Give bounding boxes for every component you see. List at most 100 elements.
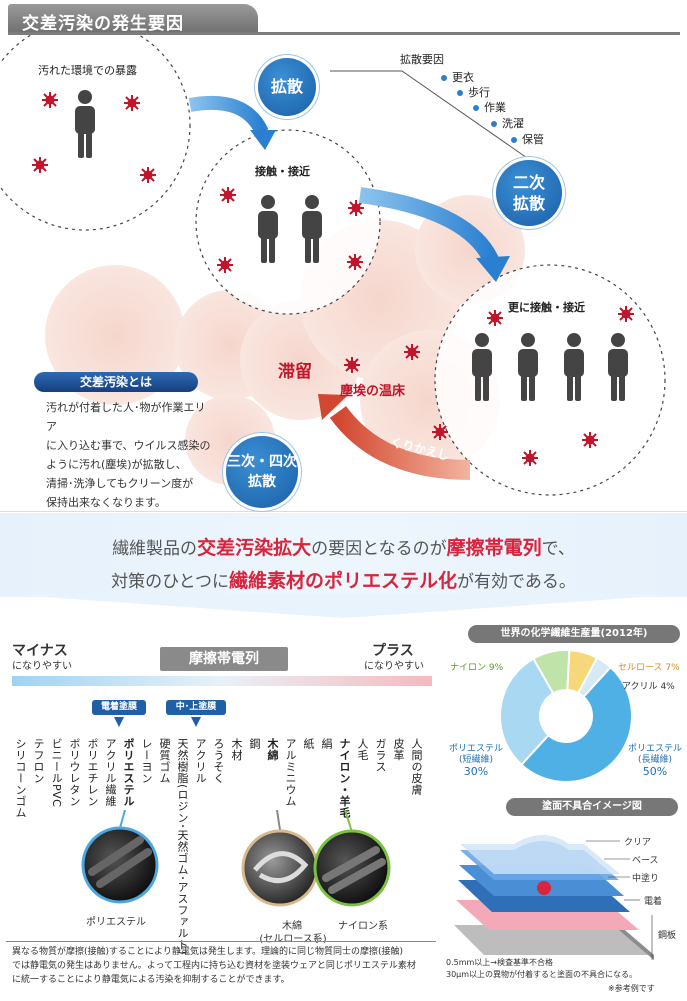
material-item: ろうそく bbox=[212, 738, 225, 784]
cellulose-label: セルロース 7% bbox=[618, 660, 680, 673]
material-item: 人間の皮膚 bbox=[410, 738, 423, 796]
material-item: 鋼 bbox=[248, 738, 261, 750]
minus-label: マイナス bbox=[12, 643, 68, 659]
material-item: 皮革 bbox=[392, 738, 405, 761]
factor-item: 洗濯 bbox=[502, 117, 524, 130]
factors-title: 拡散要因 bbox=[400, 53, 444, 66]
material-item: ナイロン・羊毛 bbox=[338, 738, 351, 819]
diffuse-badge: 拡散 bbox=[258, 58, 316, 116]
material-item: アクリル bbox=[194, 738, 207, 784]
label-line: ポリエステル bbox=[627, 744, 682, 754]
cellulose-name: セルロース bbox=[618, 663, 663, 673]
material-item: ビニールPVC bbox=[50, 738, 63, 808]
photo-caption-cotton: 木綿 bbox=[272, 917, 312, 932]
layer-label: 電着 bbox=[644, 897, 663, 907]
footer-line: に統一することにより静電気による汚染を抑制することができます。 bbox=[12, 975, 290, 985]
donut-slice bbox=[532, 649, 571, 695]
factor-item: 更衣 bbox=[452, 71, 474, 84]
layer-label: ベース bbox=[632, 856, 659, 866]
factor-item: 保管 bbox=[522, 133, 544, 146]
badge-line: 三次・四次 bbox=[227, 454, 297, 470]
label-line: (短繊維) bbox=[458, 755, 494, 765]
more-contact-label: 更に接触・接近 bbox=[508, 301, 585, 314]
stagnation-label: 滞留 bbox=[278, 362, 312, 382]
factor-line bbox=[330, 70, 531, 161]
definition-title: 交差汚染とは bbox=[34, 372, 198, 392]
material-item: アクリル繊維 bbox=[104, 738, 117, 807]
badge-line: 拡散 bbox=[248, 474, 276, 490]
material-item: 木材 bbox=[230, 738, 243, 761]
more-contact-circle bbox=[434, 264, 666, 496]
factor-item: 作業 bbox=[484, 101, 506, 114]
contact-label: 接触・接近 bbox=[255, 165, 310, 178]
donut-slice bbox=[520, 665, 633, 783]
footer-rule bbox=[6, 941, 436, 942]
coating-note: 30μm以上の異物が付着すると塗面の不具合になる。 bbox=[446, 970, 638, 979]
message-band bbox=[0, 513, 687, 597]
coating-layers-diagram bbox=[454, 835, 654, 960]
band-pointer bbox=[0, 594, 687, 618]
plus-label: プラス bbox=[372, 643, 414, 659]
polyester-long-label: ポリエステル (長繊維) 50% bbox=[626, 744, 684, 777]
plus-sublabel: になりやすい bbox=[364, 661, 424, 672]
definition-line: 清掃･洗浄してもクリーン度が bbox=[46, 477, 194, 490]
material-item: シリコーンゴム bbox=[14, 738, 27, 819]
layer-label: 中塗り bbox=[632, 874, 660, 884]
cross-contamination-diagram: 汚れた環境での暴露 接触・接近 更に接触・接近 拡散要因 更衣 歩行 作業 洗濯… bbox=[0, 19, 687, 512]
footer-line: 異なる物質が摩擦(接触)することにより静電気は発生します。理論的に同じ物質同士の… bbox=[12, 947, 403, 957]
message-text: で、 bbox=[541, 539, 575, 559]
layer-label: 鋼板 bbox=[658, 931, 677, 941]
nylon-name: ナイロン bbox=[450, 663, 487, 673]
polyester-short-label: ポリエステル (短繊維) 30% bbox=[448, 744, 504, 777]
definition-line: 汚れが付着した人･物が作業エリア bbox=[46, 401, 206, 433]
secondary-diffuse-badge: 二次 拡散 bbox=[496, 160, 562, 226]
badge-line: 二次 bbox=[512, 173, 545, 192]
message-emphasis: 繊維素材のポリエステル化 bbox=[228, 570, 457, 592]
coating-note: 0.5mm以上→検査基準不合格 bbox=[446, 958, 554, 967]
definition-text: 汚れが付着した人･物が作業エリア に入り込む事で、ウイルス感染の ように汚れ(塵… bbox=[46, 398, 212, 512]
definition-line: 保持出来なくなります。 bbox=[46, 496, 166, 509]
cellulose-value: 7% bbox=[665, 663, 680, 673]
acrylic-value: 4% bbox=[660, 682, 675, 692]
coating-note: ※参考例です bbox=[608, 984, 655, 993]
factor-item: 歩行 bbox=[468, 86, 490, 99]
acrylic-name: アクリル bbox=[622, 682, 658, 692]
label-value: 30% bbox=[463, 765, 489, 778]
message-text: が有効である。 bbox=[456, 572, 576, 592]
label-value: 50% bbox=[642, 765, 668, 778]
arrow-repeat bbox=[329, 405, 471, 480]
message-emphasis: 摩擦帯電列 bbox=[446, 537, 542, 559]
material-item: ガラス bbox=[374, 738, 387, 773]
polarity-gradient bbox=[12, 676, 432, 686]
nylon-label: ナイロン 9% bbox=[450, 660, 503, 673]
fiber-photos bbox=[81, 810, 391, 907]
material-item: テフロン bbox=[32, 738, 45, 784]
arrow-2 bbox=[358, 187, 500, 266]
material-item: アルミニウム bbox=[284, 738, 297, 807]
material-item: 人毛 bbox=[356, 738, 369, 761]
material-item: 天然樹脂(ロジン･天然ゴム･アスファルト) bbox=[176, 738, 189, 956]
material-item: 紙 bbox=[302, 738, 315, 750]
photo-caption-nylon: ナイロン系 bbox=[338, 921, 388, 932]
photo-caption-cotton-sub: (セルロース系) bbox=[259, 934, 327, 945]
badge-line: 拡散 bbox=[512, 194, 545, 213]
label-line: (長繊維) bbox=[637, 755, 673, 765]
label-line: ポリエステル bbox=[448, 744, 503, 754]
top-coat-tag: 中･上塗膜 bbox=[166, 700, 226, 715]
coating-title: 塗面不具合イメージ図 bbox=[506, 798, 678, 816]
material-item: ポリエステル bbox=[122, 738, 135, 807]
title-rule bbox=[8, 32, 680, 35]
message-text: の要因となるのが bbox=[311, 539, 447, 559]
material-item: 硬質ゴム bbox=[158, 738, 171, 784]
page-title: 交差汚染の発生要因 bbox=[8, 4, 258, 34]
definition-line: ように汚れ(塵埃)が拡散し、 bbox=[46, 458, 187, 471]
hotbed-label: 塵埃の温床 bbox=[340, 384, 406, 399]
acrylic-label: アクリル 4% bbox=[622, 679, 675, 692]
tertiary-diffuse-badge: 三次・四次 拡散 bbox=[226, 436, 298, 508]
arrow-1 bbox=[188, 95, 269, 136]
message-text: 繊維製品の bbox=[112, 539, 198, 559]
definition-line: に入り込む事で、ウイルス感染の bbox=[46, 439, 211, 452]
tag-pointers bbox=[114, 717, 201, 727]
production-donut-chart bbox=[499, 649, 633, 783]
nylon-value: 9% bbox=[488, 663, 504, 673]
